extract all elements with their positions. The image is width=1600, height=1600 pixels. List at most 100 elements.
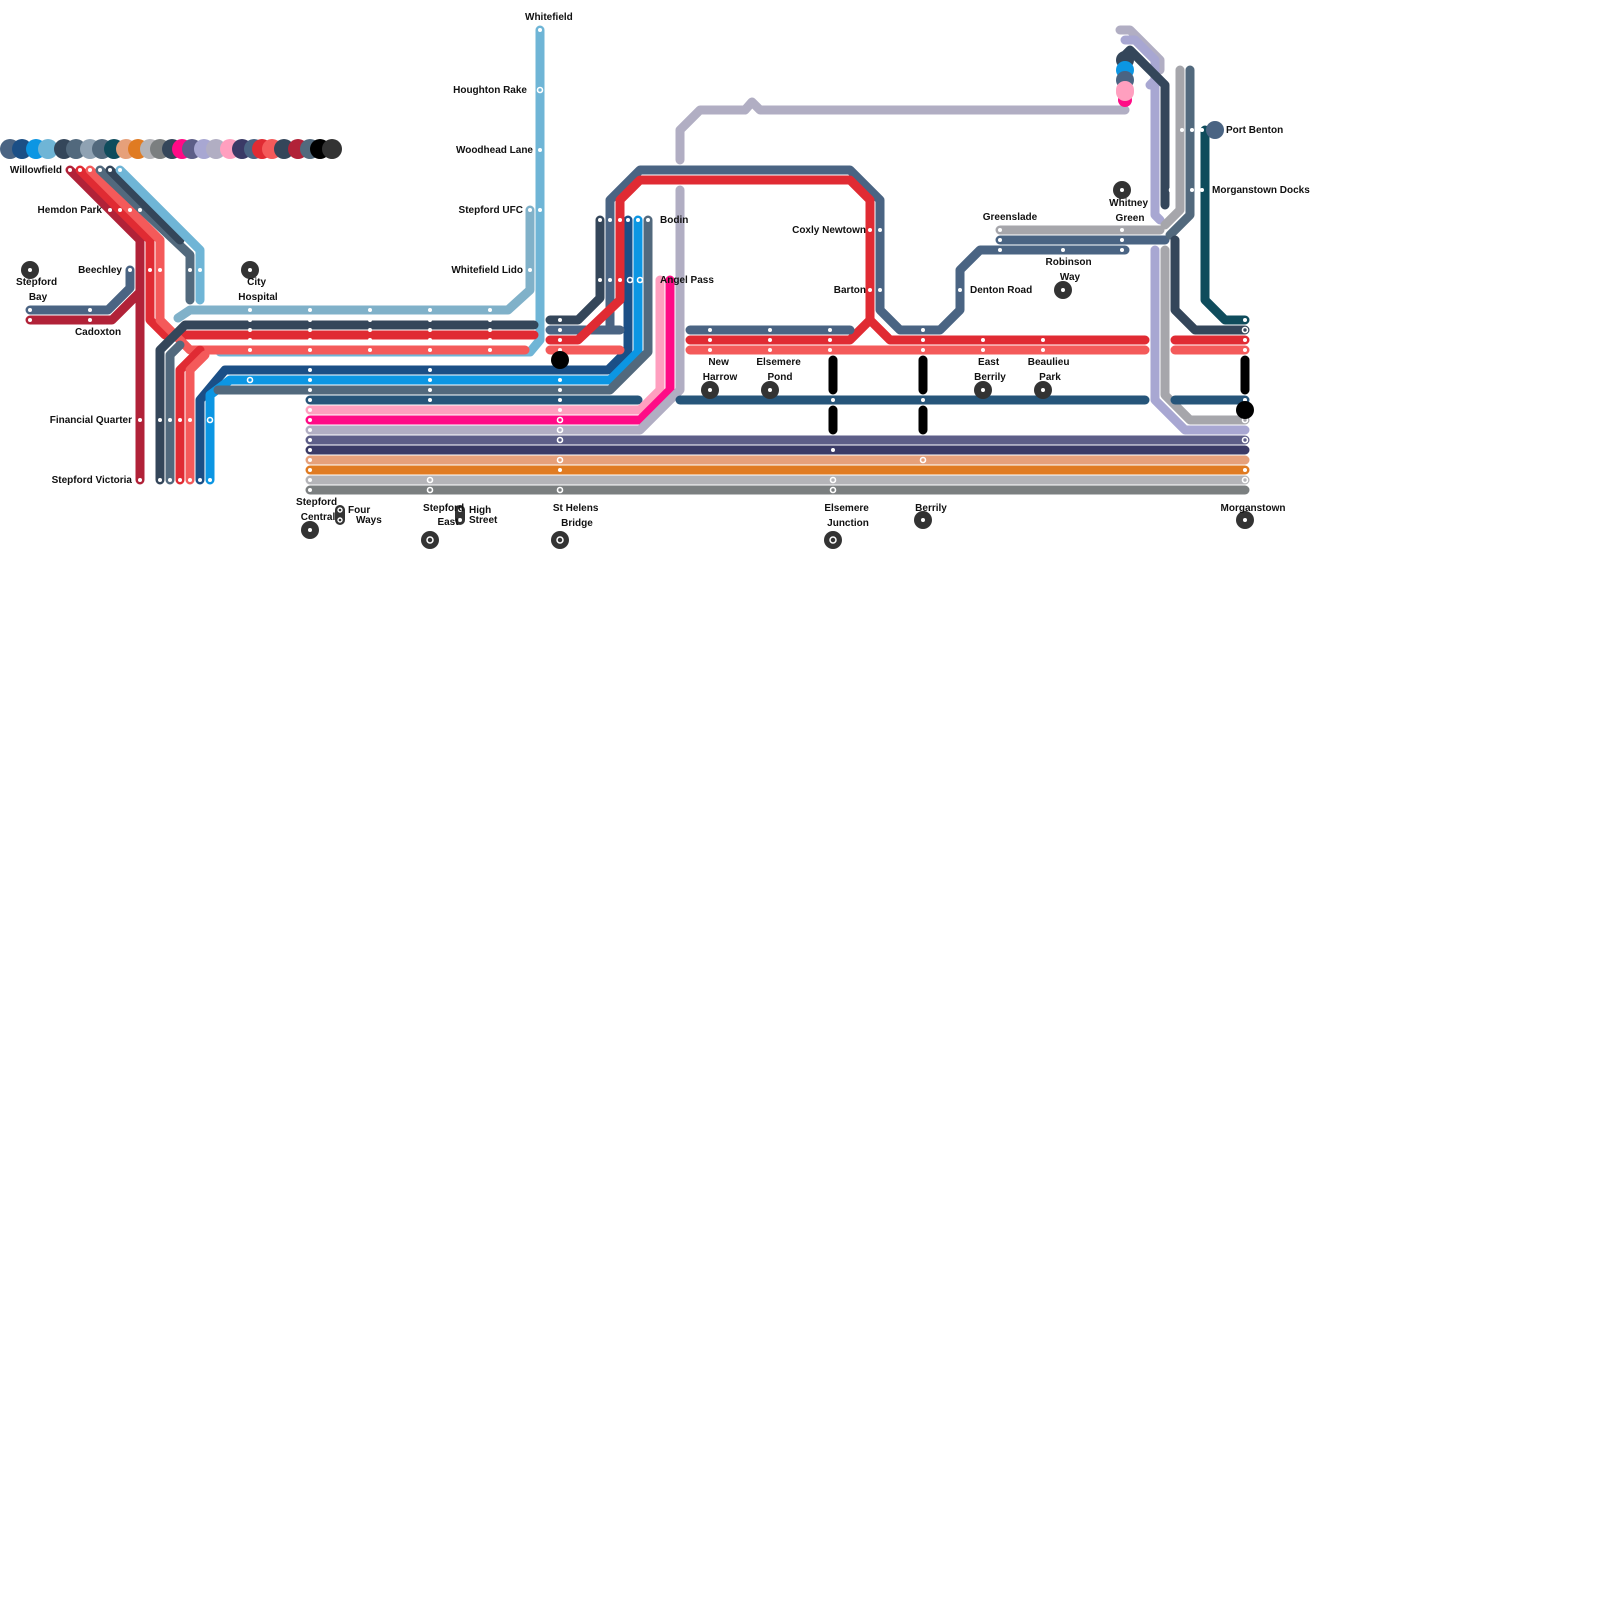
whitney-green-interchange[interactable] (1113, 181, 1131, 199)
station-label-stepford-victoria[interactable]: Stepford Victoria (52, 475, 133, 486)
station-label-financial-quarter[interactable]: Financial Quarter (50, 415, 132, 426)
route-trunk-navy (195, 215, 633, 485)
station-label-stepford-ufc[interactable]: Stepford UFC (459, 205, 523, 216)
new-harrow-line1: New (708, 357, 729, 368)
station-label-whitefield[interactable]: Whitefield (525, 12, 573, 23)
station-label-denton-road[interactable]: Denton Road (970, 285, 1032, 296)
high-street-line2: Street (469, 515, 498, 526)
route-morganstown-charcoal (1170, 235, 1250, 335)
stepford-east-line2: East (437, 517, 459, 528)
route-stepford-bay-crimson (25, 287, 145, 325)
city-hospital-interchange[interactable] (241, 261, 259, 279)
route-willowfield-charcoal (105, 165, 185, 245)
route-willowfield-sky (115, 165, 205, 305)
station-label-city-hospital[interactable]: City Hospital (238, 277, 278, 303)
station-label-elsemere-junction[interactable]: Elsemere Junction (824, 503, 871, 529)
station-label-woodhead-lane[interactable]: Woodhead Lane (456, 145, 533, 156)
station-label-st-helens-bridge[interactable]: St Helens Bridge (553, 503, 601, 529)
station-label-berrily[interactable]: Berrily (915, 503, 947, 514)
route-east-steel (1165, 65, 1195, 240)
station-label-stepford-central[interactable]: Stepford Central (296, 497, 340, 523)
station-label-stepford-east[interactable]: Stepford East (423, 503, 467, 528)
route-willowfield-steel (95, 165, 195, 305)
elsemere-pond-interchange[interactable] (761, 381, 779, 399)
station-label-robinson-way[interactable]: Robinson Way (1046, 257, 1095, 283)
station-label-angel-pass[interactable]: Angel Pass (660, 275, 714, 286)
stepford-bay-line1: Stepford (16, 277, 57, 288)
station-label-cadoxton[interactable]: Cadoxton (75, 327, 121, 338)
high-street-line1: High (469, 505, 491, 516)
route-willowfield-red (75, 165, 539, 340)
station-label-willowfield[interactable]: Willowfield (10, 165, 62, 176)
station-label-stepford-bay[interactable]: Stepford Bay (16, 277, 60, 303)
station-label-hemdon-park[interactable]: Hemdon Park (38, 205, 103, 216)
station-label-beechley[interactable]: Beechley (78, 265, 122, 276)
berrily-interchange[interactable] (914, 511, 932, 529)
stepford-central-line2: Central (301, 512, 336, 523)
route-whitefield-branch (215, 25, 545, 357)
route-stepford-bay-slate (25, 265, 135, 315)
line-terminus-cluster (1116, 51, 1134, 107)
high-street-interchange[interactable] (455, 505, 465, 525)
four-ways-interchange[interactable] (335, 505, 345, 525)
route-trunk-slate-low (213, 215, 653, 395)
four-ways-line1: Four (348, 505, 370, 516)
route-pink (305, 275, 665, 415)
station-label-morganstown[interactable]: Morganstown (1221, 503, 1286, 514)
station-label-whitefield-lido[interactable]: Whitefield Lido (451, 265, 523, 276)
station-label-port-benton[interactable]: Port Benton (1226, 125, 1283, 136)
route-lines (25, 25, 1250, 495)
station-label-whitney-green[interactable]: Whitney Green (1109, 198, 1151, 224)
station-label-bodin[interactable]: Bodin (660, 215, 688, 226)
st-helens-black-interchange[interactable] (551, 351, 569, 369)
whitney-green-line1: Whitney (1109, 198, 1148, 209)
station-label-greenslade[interactable]: Greenslade (983, 212, 1038, 223)
elsemere-junction-line2: Junction (827, 518, 869, 529)
station-label-morganstown-docks[interactable]: Morganstown Docks (1212, 185, 1310, 196)
station-label-new-harrow[interactable]: New Harrow (703, 357, 738, 383)
station-label-houghton-rake[interactable]: Houghton Rake (453, 85, 527, 96)
beaulieu-park-interchange[interactable] (1034, 381, 1052, 399)
elsemere-pond-line1: Elsemere (756, 357, 801, 368)
stepford-east-interchange[interactable] (421, 531, 439, 549)
st-helens-bridge-line2: Bridge (561, 518, 593, 529)
east-berrily-interchange[interactable] (974, 381, 992, 399)
route-trunk-azure (205, 215, 643, 485)
route-magenta (305, 275, 675, 425)
station-label-barton[interactable]: Barton (834, 285, 866, 296)
stepford-east-line1: Stepford (423, 503, 464, 514)
station-label-east-berrily[interactable]: East Berrily (974, 357, 1006, 383)
st-helens-bridge-line1: St Helens (553, 503, 599, 514)
robinson-way-line1: Robinson (1046, 257, 1092, 268)
route-morganstown-grey (1160, 245, 1250, 425)
route-east-grey (1160, 65, 1185, 230)
east-berrily-line2: Berrily (974, 372, 1006, 383)
st-helens-bridge-interchange[interactable] (551, 531, 569, 549)
route-northern-lilac (675, 97, 1130, 165)
route-coxly-loop-red (545, 175, 875, 345)
station-label-elsemere-pond[interactable]: Elsemere Pond (756, 357, 803, 383)
line-colour-legend (0, 139, 342, 159)
elsemere-junction-interchange[interactable] (824, 531, 842, 549)
new-harrow-interchange[interactable] (701, 381, 719, 399)
route-port-benton-teal (1200, 125, 1250, 325)
morganstown-interchange[interactable] (1236, 511, 1254, 529)
new-harrow-line2: Harrow (703, 372, 738, 383)
morganstown-black-interchange[interactable] (1236, 401, 1254, 419)
port-benton-terminus[interactable] (1206, 121, 1224, 139)
route-trunk-red-lower (175, 345, 205, 485)
route-willowfield-coral (85, 165, 530, 355)
station-label-coxly-newtown[interactable]: Coxly Newtown (792, 225, 866, 236)
stepford-bay-interchange[interactable] (21, 261, 39, 279)
station-label-beaulieu-park[interactable]: Beaulieu Park (1028, 357, 1072, 383)
whitney-green-line2: Green (1116, 213, 1145, 224)
station-label-high-street[interactable]: High Street (469, 505, 498, 526)
station-label-four-ways[interactable]: Four Ways (348, 505, 382, 526)
stepford-central-interchange[interactable] (301, 521, 319, 539)
elsemere-junction-line1: Elsemere (824, 503, 869, 514)
elsemere-pond-line2: Pond (768, 372, 793, 383)
robinson-way-interchange[interactable] (1054, 281, 1072, 299)
stepford-bay-line2: Bay (29, 292, 48, 303)
route-trunk-charcoal (155, 320, 539, 485)
